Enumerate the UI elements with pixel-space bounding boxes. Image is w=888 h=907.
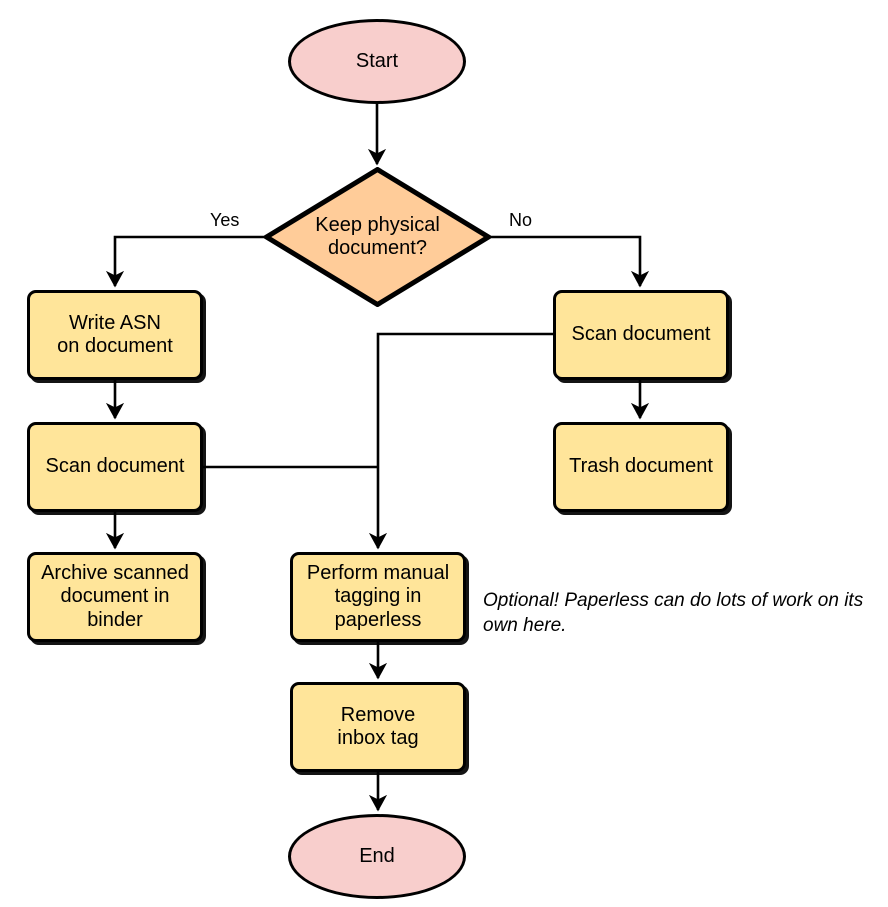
- node-perform-manual-tagging-in-paperless[interactable]: Perform manual tagging in paperless: [290, 552, 466, 642]
- node-archive-scanned-document-in-binder-label: Archive scanned document in binder: [41, 561, 189, 631]
- node-perform-manual-tagging-in-paperless-label: Perform manual tagging in paperless: [306, 561, 450, 631]
- node-start-label: Start: [355, 49, 399, 72]
- edge-decision-no-to-scan-right: [491, 235, 650, 288]
- node-keep-physical-document-label: Keep physical document?: [315, 213, 440, 259]
- node-remove-inbox-tag[interactable]: Remove inbox tag: [290, 682, 466, 772]
- annotation-optional-note: Optional! Paperless can do lots of work …: [483, 590, 864, 636]
- node-remove-inbox-tag-label: Remove inbox tag: [337, 703, 419, 749]
- node-write-asn-on-document[interactable]: Write ASN on document: [27, 290, 203, 380]
- node-trash-document[interactable]: Trash document: [553, 422, 729, 512]
- node-end-label: End: [359, 844, 395, 867]
- edge-label-no: No: [509, 210, 533, 230]
- diamond-shape: [264, 167, 491, 307]
- node-archive-scanned-document-in-binder[interactable]: Archive scanned document in binder: [27, 552, 203, 642]
- node-scan-document-right[interactable]: Scan document: [553, 290, 729, 380]
- node-keep-physical-document[interactable]: Keep physical document?: [264, 167, 491, 307]
- node-start[interactable]: Start: [288, 19, 466, 104]
- node-scan-document-left[interactable]: Scan document: [27, 422, 203, 512]
- node-write-asn-on-document-label: Write ASN on document: [57, 311, 173, 357]
- node-scan-document-right-label: Scan document: [571, 323, 711, 346]
- node-scan-document-left-label: Scan document: [45, 455, 185, 478]
- edge-label-yes: Yes: [210, 210, 240, 230]
- node-trash-document-label: Trash document: [569, 455, 713, 478]
- edge-scan-right-to-manual-tagging: [368, 332, 553, 550]
- edge-decision-yes-to-write-asn: [105, 235, 264, 288]
- node-end[interactable]: End: [288, 814, 466, 899]
